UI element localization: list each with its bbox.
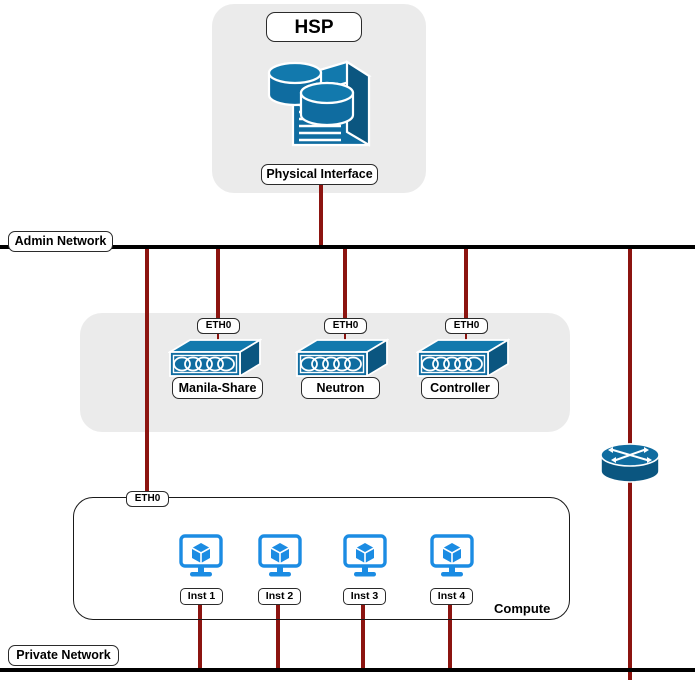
- instance-monitor-icon: [430, 534, 474, 578]
- compute-zone-box: [73, 497, 570, 620]
- controller-eth0-label: ETH0: [445, 318, 488, 334]
- instance-1-label: Inst 1: [180, 588, 223, 605]
- instance-4-label: Inst 4: [430, 588, 473, 605]
- instance-monitor-icon: [343, 534, 387, 578]
- switch-icon: [166, 338, 264, 378]
- instance-monitor-icon: [258, 534, 302, 578]
- compute-zone-label: Compute: [494, 601, 551, 616]
- switch-icon: [293, 338, 391, 378]
- switch-icon: [414, 338, 512, 378]
- neutron-node-label: Neutron: [301, 377, 380, 399]
- manila-share-eth0-label: ETH0: [197, 318, 240, 334]
- neutron-eth0-label: ETH0: [324, 318, 367, 334]
- hsp-title-label: HSP: [266, 12, 362, 42]
- router-icon: [599, 443, 661, 485]
- manila-share-node-label: Manila-Share: [172, 377, 263, 399]
- private-network-label: Private Network: [8, 645, 119, 666]
- admin-network-label: Admin Network: [8, 231, 113, 252]
- instance-monitor-icon: [179, 534, 223, 578]
- storage-server-icon: [265, 50, 375, 160]
- instance-2-label: Inst 2: [258, 588, 301, 605]
- compute-eth0-label: ETH0: [126, 491, 169, 507]
- controller-node-label: Controller: [421, 377, 499, 399]
- physical-interface-label: Physical Interface: [261, 164, 378, 185]
- instance-3-label: Inst 3: [343, 588, 386, 605]
